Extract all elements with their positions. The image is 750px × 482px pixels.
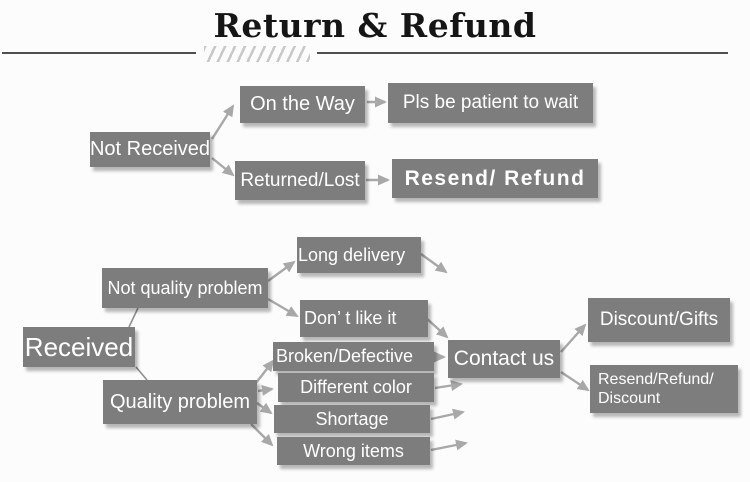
arrow-dont-like-to-contact bbox=[424, 316, 449, 339]
arrow-not-quality-to-long-delivery bbox=[267, 260, 296, 282]
node-shortage: Shortage bbox=[274, 405, 430, 433]
arrow-quality-to-shortage bbox=[256, 402, 273, 415]
link-received-to-quality bbox=[135, 366, 148, 381]
node-contact-us: Contact us bbox=[448, 340, 560, 378]
arrow-not-quality-to-dont-like bbox=[267, 297, 299, 318]
page-title: Return & Refund bbox=[213, 6, 537, 45]
node-different-color: Different color bbox=[278, 373, 434, 402]
link-received-to-not-quality bbox=[128, 307, 139, 328]
arrow-quality-to-different-color bbox=[257, 384, 274, 396]
title-rule-left bbox=[2, 52, 196, 54]
node-received: Received bbox=[23, 327, 135, 367]
arrow-quality-to-wrong-items bbox=[250, 423, 274, 447]
arrow-quality-to-broken bbox=[255, 359, 275, 384]
node-dont-like-it: Don’ t like it bbox=[300, 300, 428, 337]
node-quality-problem: Quality problem bbox=[103, 380, 257, 424]
node-returned-lost: Returned/Lost bbox=[235, 161, 365, 200]
node-broken-defective: Broken/Defective bbox=[273, 342, 434, 371]
arrow-contact-to-discount-gifts bbox=[560, 323, 587, 353]
node-not-quality-problem: Not quality problem bbox=[102, 268, 268, 308]
arrow-wrong-items-to-contact bbox=[430, 439, 468, 452]
node-wrong-items: Wrong items bbox=[277, 437, 430, 465]
node-resend-refund: Resend/ Refund bbox=[392, 159, 598, 198]
title-rule-right bbox=[317, 52, 728, 54]
diagonal-hatch-decoration bbox=[204, 46, 310, 62]
node-resend-refund-discount: Resend/Refund/ Discount bbox=[590, 365, 738, 413]
arrow-contact-to-resend-discount bbox=[560, 371, 590, 392]
node-pls-be-patient: Pls be patient to wait bbox=[388, 83, 593, 123]
node-long-delivery: Long delivery bbox=[297, 237, 421, 273]
node-not-received: Not Received bbox=[90, 132, 210, 167]
arrow-different-color-to-contact bbox=[434, 380, 463, 391]
arrow-not-received-to-returned-lost bbox=[211, 157, 235, 177]
node-on-the-way: On the Way bbox=[240, 86, 365, 123]
arrow-long-delivery-to-contact bbox=[420, 253, 448, 274]
arrow-not-received-to-on-the-way bbox=[210, 104, 235, 140]
arrow-shortage-to-contact bbox=[430, 408, 465, 421]
node-discount-gifts: Discount/Gifts bbox=[588, 298, 730, 342]
